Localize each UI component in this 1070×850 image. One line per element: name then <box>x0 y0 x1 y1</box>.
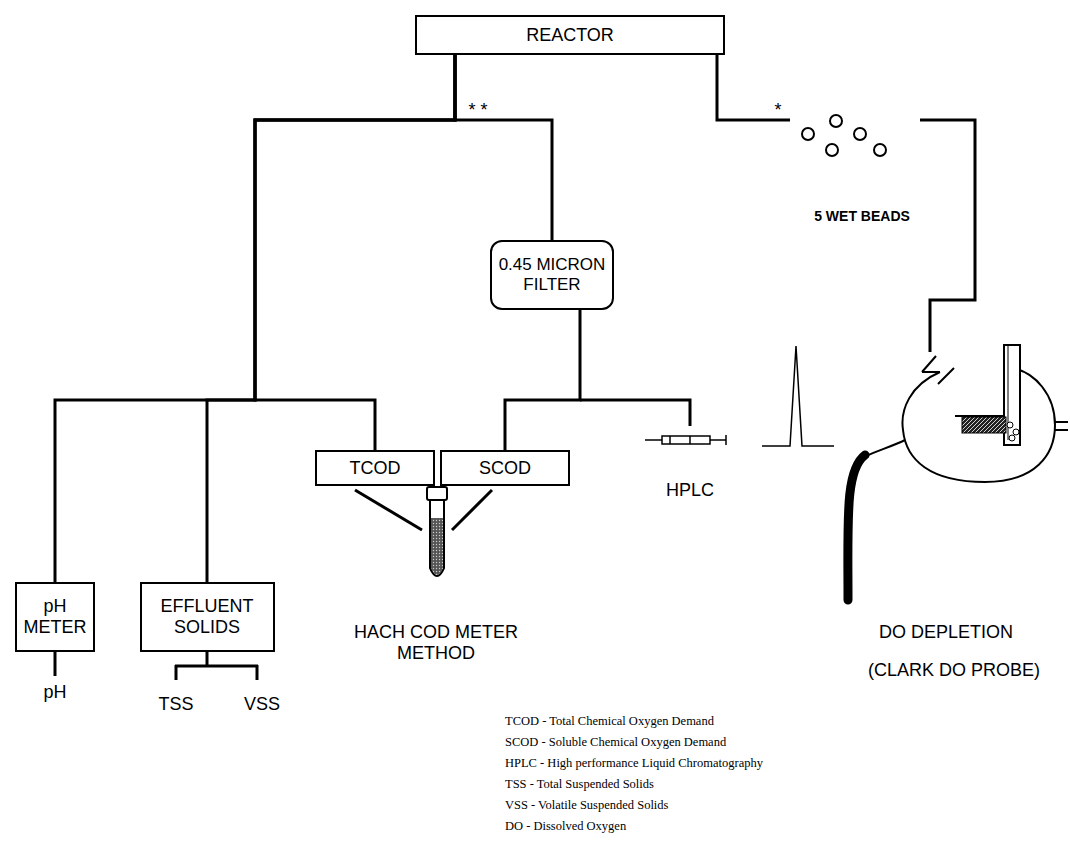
chromatogram-peak <box>762 346 834 446</box>
filter-box: 0.45 MICRON FILTER <box>490 240 614 310</box>
output-label: TSS <box>158 694 193 715</box>
flow-line <box>255 55 455 450</box>
abbreviation-note: TCOD - Total Chemical Oxygen Demand <box>505 714 714 728</box>
leader-line <box>355 490 422 530</box>
output-bracket <box>175 652 258 680</box>
reactor-box: REACTOR <box>415 15 725 55</box>
flow-line <box>505 310 580 450</box>
abbreviation-note: HPLC - High performance Liquid Chromatog… <box>505 756 763 770</box>
sample-line <box>580 400 690 426</box>
flow-line <box>55 55 455 582</box>
node-text: TCOD <box>323 458 427 479</box>
cod-test-tube <box>427 487 447 576</box>
sample-line <box>717 55 790 120</box>
instrument-label: (CLARK DO PROBE) <box>868 660 1040 681</box>
sample-line <box>920 120 975 352</box>
instrument-label: DO DEPLETION <box>879 622 1013 643</box>
hplc-syringe <box>645 435 726 445</box>
sample-marker: * <box>774 100 781 121</box>
node-text: 0.45 MICRON FILTER <box>498 255 606 294</box>
node-text: SCOD <box>448 458 562 479</box>
abbreviation-note: SCOD - Soluble Chemical Oxygen Demand <box>505 735 726 749</box>
sample-marker: * * <box>468 100 487 121</box>
bead-label: 5 WET BEADS <box>814 208 910 224</box>
flow-line <box>207 55 455 582</box>
flow-line <box>455 55 552 240</box>
process-box: EFFLUENT SOLIDS <box>140 582 275 652</box>
node-text: REACTOR <box>423 25 717 46</box>
test-box: SCOD <box>440 450 570 486</box>
method-label: HACH COD METER METHOD <box>336 622 536 663</box>
instrument-box: pH METER <box>15 582 95 652</box>
output-line <box>54 652 57 676</box>
test-box: TCOD <box>315 450 435 486</box>
abbreviation-note: TSS - Total Suspended Solids <box>505 777 654 791</box>
wet-beads <box>802 115 886 156</box>
node-text: pH METER <box>23 596 87 637</box>
output-label: pH <box>43 682 66 703</box>
output-label: VSS <box>244 694 280 715</box>
leader-line <box>452 490 492 530</box>
abbreviation-note: DO - Dissolved Oxygen <box>505 819 626 833</box>
instrument-label: HPLC <box>666 480 714 501</box>
abbreviation-note: VSS - Volatile Suspended Solids <box>505 798 668 812</box>
node-text: EFFLUENT SOLIDS <box>148 596 267 637</box>
do-probe-flask <box>848 345 1068 600</box>
